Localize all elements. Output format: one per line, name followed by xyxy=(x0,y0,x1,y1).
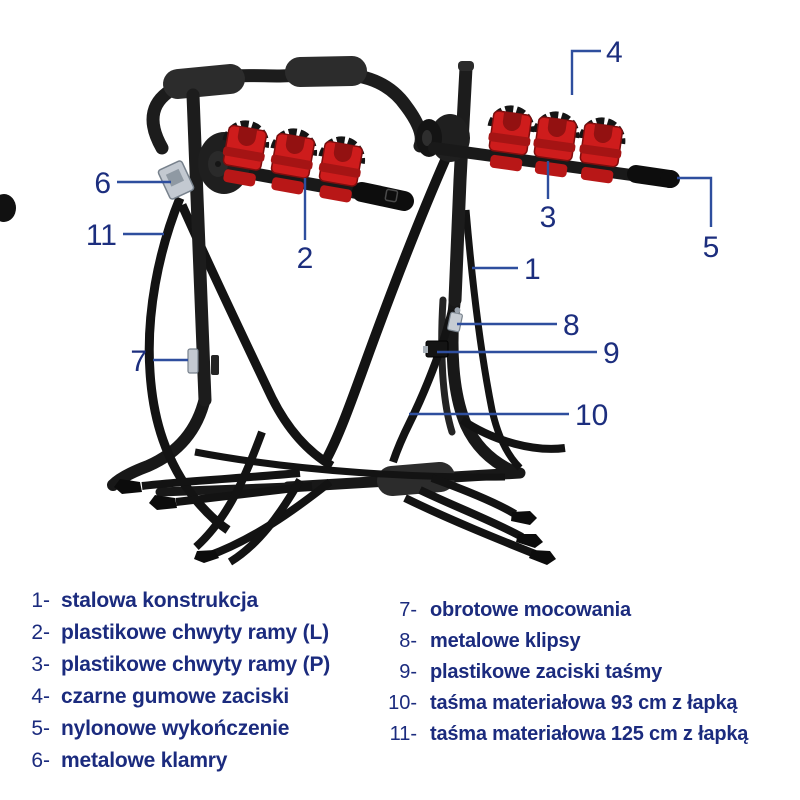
legend-num: 5- xyxy=(31,717,50,740)
pole-cap xyxy=(458,61,474,71)
strap-hooks xyxy=(114,479,556,565)
legend-item-11: 11- taśma materiałowa 125 cm z łapką xyxy=(383,719,749,750)
callout-7: 7 xyxy=(130,345,147,378)
legend-item-2: 2- plastikowe chwyty ramy (L) xyxy=(24,617,330,649)
metal-buckle xyxy=(157,160,195,200)
strap-125cm xyxy=(144,196,231,534)
legend-item-3: 3- plastikowe chwyty ramy (P) xyxy=(24,649,330,681)
legend-text: taśma materiałowa 93 cm z łapką xyxy=(430,692,738,714)
legend-text: obrotowe mocowania xyxy=(430,599,631,621)
legend-item-5: 5- nylonowe wykończenie xyxy=(24,713,330,745)
legend-text: metalowe klipsy xyxy=(430,630,581,652)
legend-column-left: 1- stalowa konstrukcja 2- plastikowe chw… xyxy=(24,585,330,777)
legend-num: 8- xyxy=(399,630,417,652)
legend-num: 4- xyxy=(31,685,50,708)
legend-num: 3- xyxy=(31,653,50,676)
legend-item-6: 6- metalowe klamry xyxy=(24,745,330,777)
left-pole xyxy=(186,88,212,407)
legend-item-7: 7- obrotowe mocowania xyxy=(383,595,748,626)
callout-9: 9 xyxy=(603,337,620,370)
legend-num: 1- xyxy=(31,589,50,612)
legend-column-right: 7- obrotowe mocowania 8- metalowe klipsy… xyxy=(383,595,748,750)
callout-8: 8 xyxy=(563,309,580,342)
callout-3: 3 xyxy=(540,201,557,234)
legend-item-1: 1- stalowa konstrukcja xyxy=(24,585,330,617)
legend-text: stalowa konstrukcja xyxy=(61,589,258,612)
callout-10: 10 xyxy=(575,399,608,432)
plastic-strap-clamp xyxy=(423,340,449,358)
callout-2: 2 xyxy=(297,242,314,275)
right-assembly xyxy=(416,61,680,358)
legend-item-10: 10- taśma materiałowa 93 cm z łapką xyxy=(383,688,748,719)
legend-item-8: 8- metalowe klipsy xyxy=(383,626,748,657)
bike-rack-figure: 1 2 3 4 5 6 7 8 9 10 11 xyxy=(0,36,720,566)
legend-num: 6- xyxy=(31,749,50,772)
callout-11: 11 xyxy=(86,219,117,252)
metal-clip xyxy=(447,307,463,333)
grip-emblem xyxy=(384,188,399,203)
right-pole xyxy=(448,61,473,307)
steel-handle-tube xyxy=(146,67,428,155)
callout-4: 4 xyxy=(606,36,623,69)
legend-text: taśma materiałowa 125 cm z łapką xyxy=(430,723,749,745)
legend-num: 11- xyxy=(389,723,417,745)
legend-text: plastikowe zaciski taśmy xyxy=(430,661,662,683)
callout-5: 5 xyxy=(703,231,720,264)
frame-grips-left xyxy=(218,121,366,204)
left-assembly xyxy=(0,56,428,407)
callouts: 1 2 3 4 5 6 7 8 9 10 11 xyxy=(86,36,720,432)
callout-6: 6 xyxy=(94,167,111,200)
legend-item-9: 9- plastikowe zaciski taśmy xyxy=(383,657,748,688)
legend-num: 7- xyxy=(399,599,417,621)
legend-text: metalowe klamry xyxy=(61,749,228,772)
foam-pad-left xyxy=(163,64,245,99)
legend-text: nylonowe wykończenie xyxy=(61,717,290,740)
legend-text: plastikowe chwyty ramy (P) xyxy=(61,653,331,676)
legend-item-4: 4- czarne gumowe zaciski xyxy=(24,681,330,713)
frame-grips-right xyxy=(484,106,625,184)
legend-num: 2- xyxy=(31,621,50,644)
straps xyxy=(114,155,566,566)
callout-1: 1 xyxy=(524,253,541,286)
foam-pad-right xyxy=(285,56,367,87)
legend-text: czarne gumowe zaciski xyxy=(61,685,290,708)
legend-num: 10- xyxy=(388,692,417,714)
legend-num: 9- xyxy=(399,661,417,683)
legend-text: plastikowe chwyty ramy (L) xyxy=(61,621,329,644)
